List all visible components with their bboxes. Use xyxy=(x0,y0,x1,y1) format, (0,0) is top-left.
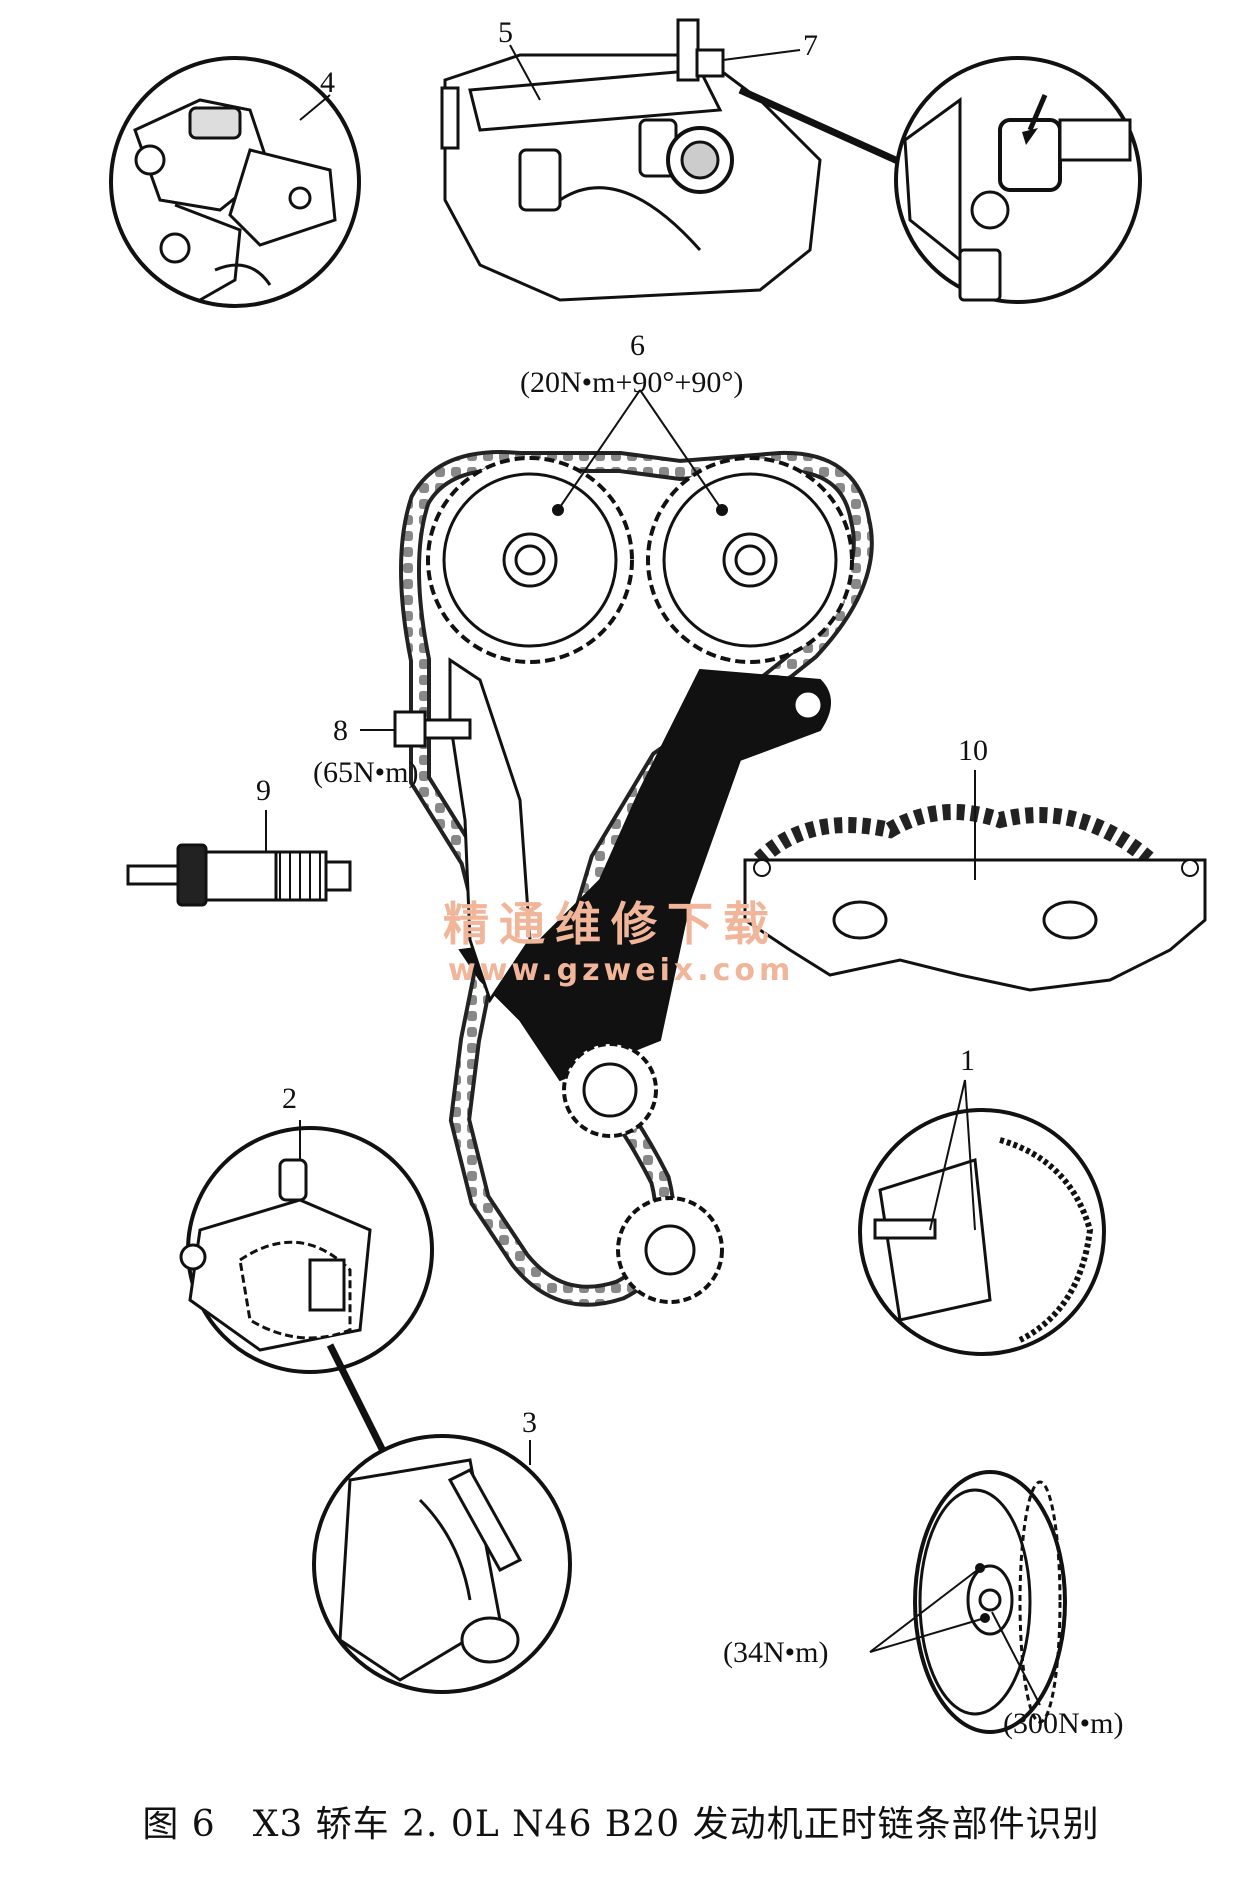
callout-10: 10 xyxy=(958,734,988,767)
camshaft-carrier-10 xyxy=(743,770,1207,992)
detail-3-inset xyxy=(312,1434,572,1694)
watermark-url: www.gzweix.com xyxy=(448,953,794,988)
cylinder-head-top xyxy=(440,18,902,302)
figure-caption: 图 6 X3 轿车 2. 0L N46 B20 发动机正时链条部件识别 xyxy=(142,1804,1100,1845)
timing-chain-assembly xyxy=(399,389,874,1307)
callout-9: 9 xyxy=(256,774,271,807)
detail-2-inset xyxy=(179,1120,434,1457)
callout-2: 2 xyxy=(282,1082,297,1115)
callout-8: 8 xyxy=(333,714,348,747)
vibration-damper xyxy=(869,1470,1067,1734)
callout-7: 7 xyxy=(803,29,818,62)
torque-camshaft-bolts: (20N•m+90°+90°) xyxy=(520,366,743,399)
watermark-text: 精通维修下载 xyxy=(443,897,779,951)
detail-1-inset xyxy=(858,1079,1106,1356)
callout-5: 5 xyxy=(498,16,513,49)
callout-3: 3 xyxy=(522,1406,537,1439)
torque-damper-small-bolts: (34N•m) xyxy=(723,1636,828,1669)
exhaust-camshaft-sprocket xyxy=(646,456,854,664)
chain-tensioner-9 xyxy=(126,810,352,907)
detail-4-inset xyxy=(109,56,361,308)
torque-tensioner-bolt: (65N•m) xyxy=(313,756,418,789)
callout-6: 6 xyxy=(630,329,645,362)
intake-camshaft-sprocket xyxy=(426,456,634,664)
tensioner-bolt-8 xyxy=(360,710,472,748)
detail-7-inset xyxy=(894,56,1142,304)
torque-damper-center-bolt: (300N•m) xyxy=(1003,1707,1123,1740)
callout-4: 4 xyxy=(320,66,335,99)
callout-1: 1 xyxy=(960,1044,975,1077)
